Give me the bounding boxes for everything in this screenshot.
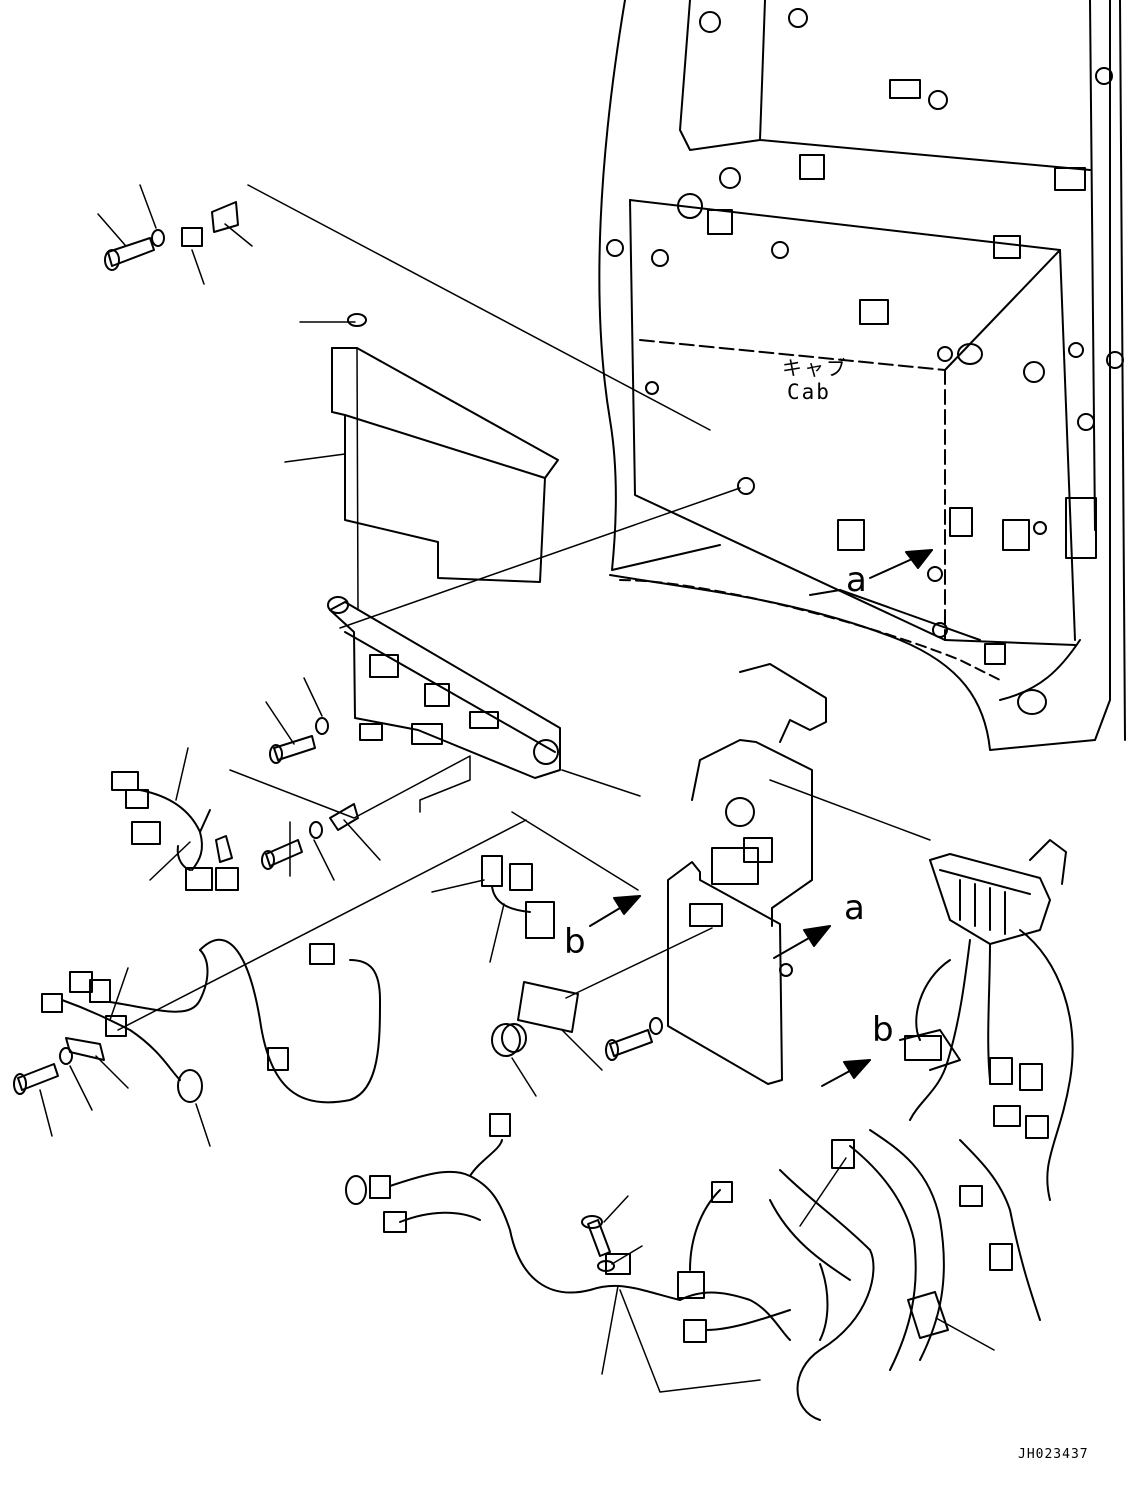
- leader-lines-main: [799, 1157, 995, 1351]
- reference-b-right: b: [872, 1010, 894, 1050]
- bracket-assembly: [667, 663, 827, 1085]
- washer-lower: [59, 1047, 73, 1065]
- cover-panel: [331, 313, 559, 611]
- harness-lower-center: [345, 1113, 829, 1343]
- bracket-lower: [65, 1037, 105, 1061]
- bolt-lower: [13, 1063, 59, 1095]
- reference-a-upper: a: [846, 560, 867, 600]
- harness-small: [481, 855, 555, 939]
- washer-top: [151, 229, 165, 247]
- arrow-b-left: [589, 895, 641, 927]
- bracket-top: [211, 201, 239, 233]
- grommet-cab: [737, 477, 755, 495]
- harness-main: [769, 929, 1074, 1421]
- drawing-code: JH023437: [1018, 1447, 1089, 1462]
- leader-cap: [511, 1057, 537, 1097]
- cap: [491, 1023, 527, 1057]
- leader-lines-middle: [229, 677, 639, 891]
- leader-lines-lower-left: [39, 819, 527, 1147]
- bolt-top: [104, 237, 155, 271]
- leader-lines-bracket: [561, 779, 931, 1071]
- cab-label-english: Cab: [787, 380, 831, 404]
- leader-lines-harness-left: [149, 747, 191, 881]
- fuse-box: [929, 839, 1067, 945]
- bolt-middle-2: [261, 839, 303, 870]
- bolt-bracket: [605, 1029, 653, 1061]
- sensor-switch: [329, 803, 359, 831]
- washer-middle-1: [315, 717, 329, 735]
- cab-label-japanese: キャブ: [782, 356, 848, 380]
- leader-lines-harness-small: [431, 879, 505, 963]
- reference-b-left: b: [564, 922, 586, 962]
- reference-a-lower: a: [844, 888, 865, 928]
- mounting-plate: [327, 596, 561, 779]
- washer-lower-center: [597, 1260, 615, 1272]
- washer-middle-2: [309, 821, 323, 839]
- harness-left: [111, 771, 239, 891]
- arrow-b-right: [821, 1059, 871, 1087]
- leader-cover: [284, 453, 346, 463]
- arrow-a-upper: [869, 549, 933, 579]
- label-plate: [517, 981, 579, 1033]
- bolt-middle-1: [269, 735, 316, 764]
- bolt-lower-center: [581, 1215, 611, 1257]
- harness-lower-left: [41, 938, 381, 1104]
- arrow-a-lower: [773, 925, 831, 959]
- washer-bracket: [649, 1017, 663, 1035]
- leader-lines-top: [97, 184, 711, 431]
- leader-lines-plate: [339, 487, 741, 797]
- clip-top: [181, 227, 203, 247]
- leader-lines-lower-center: [601, 1195, 761, 1393]
- cab-structure: [598, 0, 1126, 751]
